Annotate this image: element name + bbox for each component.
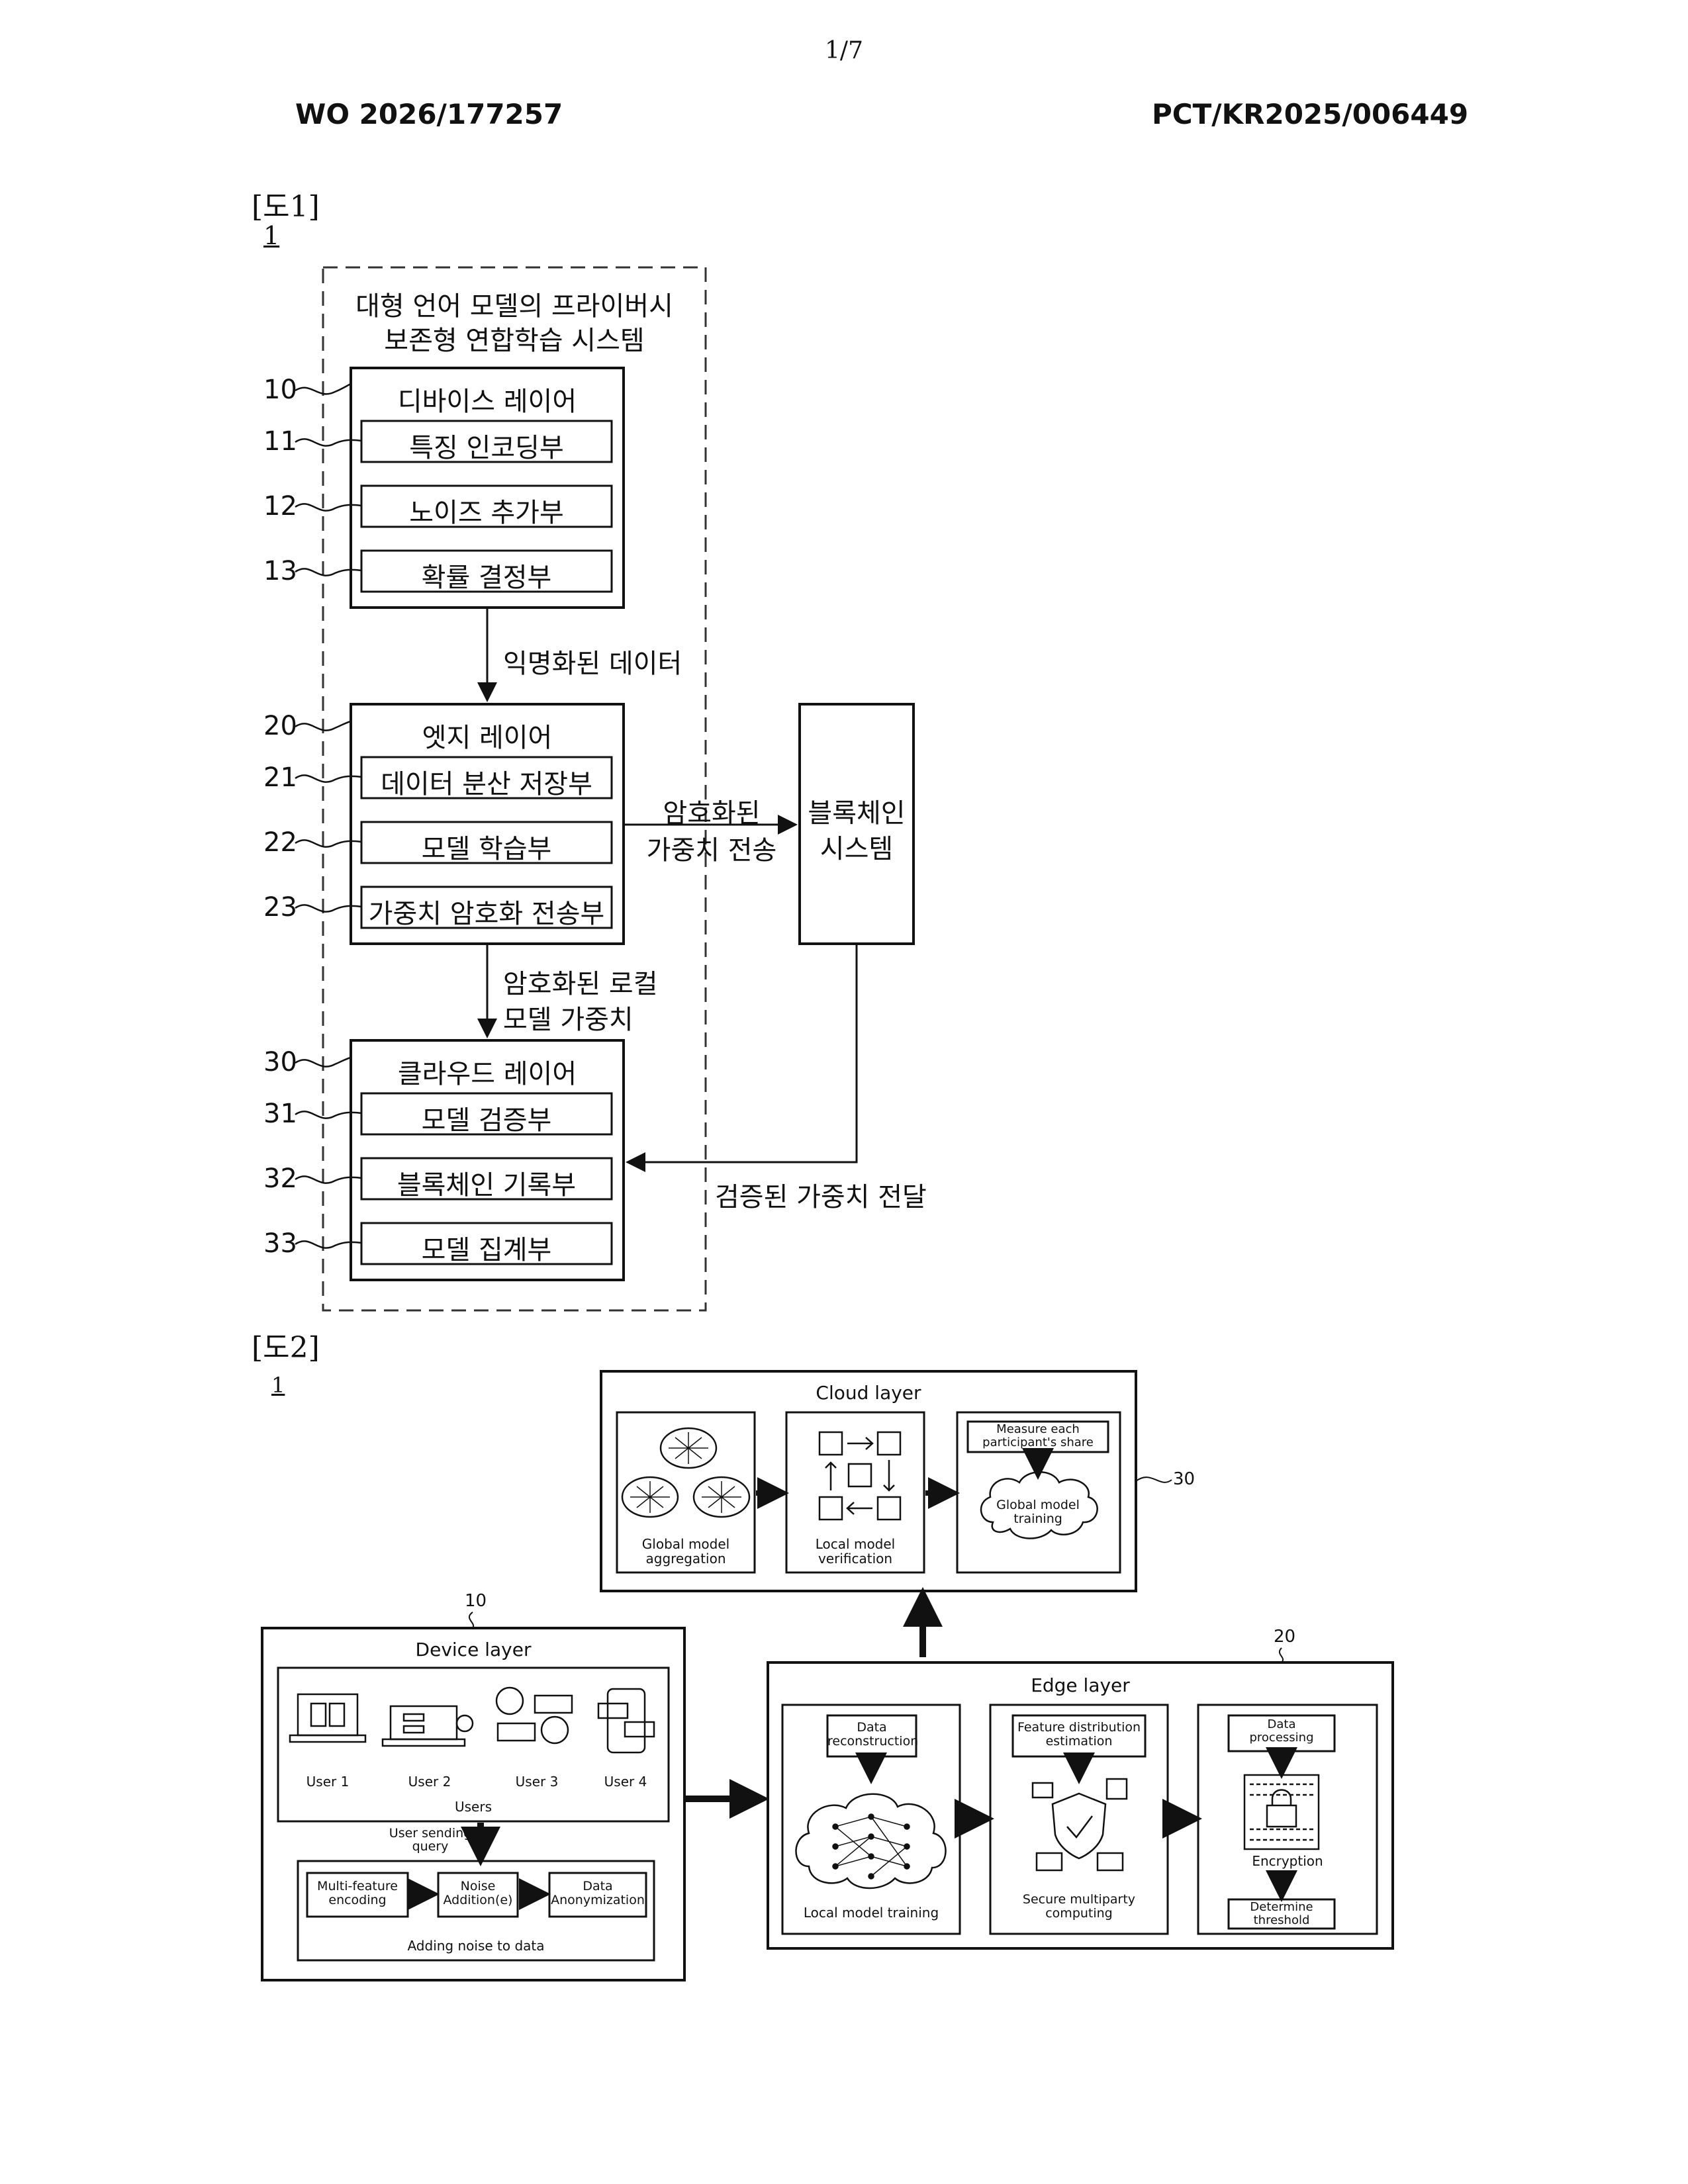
noise-line1: Noise (438, 1880, 518, 1893)
encryption-caption: Encryption (1198, 1853, 1377, 1869)
query-line2: query (371, 1840, 490, 1853)
query-caption: User sending query (371, 1827, 490, 1853)
ref-10-fig2: 10 (465, 1591, 487, 1611)
security-shield-icon (1033, 1779, 1127, 1870)
measure-share-box: Measure each participant's share (968, 1423, 1108, 1449)
global-aggregation-line2: aggregation (617, 1551, 755, 1566)
thresh-line2: threshold (1229, 1914, 1335, 1927)
lock-encryption-icon (1244, 1775, 1319, 1849)
edge-layer-title: Edge layer (768, 1674, 1393, 1696)
ref-30-fig2: 30 (1173, 1469, 1195, 1489)
global-training-line2: training (980, 1512, 1096, 1526)
encoding-line1: Multi-feature (307, 1880, 408, 1893)
recon-line2: reconstruction (827, 1735, 916, 1749)
recon-line1: Data (827, 1721, 916, 1735)
global-aggregation-line1: Global model (617, 1537, 755, 1551)
cube-icon (820, 1432, 900, 1520)
user-2-label: User 2 (393, 1774, 466, 1790)
determine-threshold-box: Determine threshold (1229, 1901, 1335, 1927)
user-4-label: User 4 (589, 1774, 662, 1790)
smpc-line1: Secure multiparty (990, 1893, 1168, 1907)
smartphone-icon (608, 1689, 645, 1752)
anon-line2: Anonymization (549, 1893, 646, 1907)
multi-feature-encoding-box: Multi-feature encoding (307, 1880, 408, 1907)
global-training-line1: Global model (980, 1498, 1096, 1512)
local-verification-caption: Local model verification (786, 1537, 924, 1566)
local-training-caption: Local model training (782, 1905, 960, 1921)
smpc-line2: computing (990, 1907, 1168, 1921)
proc-line2: processing (1229, 1731, 1335, 1745)
feat-line1: Feature distribution (1013, 1721, 1145, 1735)
feat-line2: estimation (1013, 1735, 1145, 1749)
encoding-line2: encoding (307, 1893, 408, 1907)
local-verification-line1: Local model (786, 1537, 924, 1551)
users-caption: Users (278, 1799, 669, 1815)
user-3-label: User 3 (500, 1774, 573, 1790)
measure-line2: participant's share (968, 1436, 1108, 1449)
device-layer-title: Device layer (262, 1639, 684, 1661)
adding-noise-caption: Adding noise to data (298, 1938, 654, 1954)
user-avatar-icon (496, 1688, 523, 1714)
proc-line1: Data (1229, 1718, 1335, 1731)
global-aggregation-caption: Global model aggregation (617, 1537, 755, 1566)
global-training-caption: Global model training (980, 1498, 1096, 1526)
feature-estimation-box: Feature distribution estimation (1013, 1721, 1145, 1749)
user-1-label: User 1 (291, 1774, 364, 1790)
data-reconstruction-box: Data reconstruction (827, 1721, 916, 1749)
smpc-caption: Secure multiparty computing (990, 1893, 1168, 1921)
measure-line1: Measure each (968, 1423, 1108, 1436)
noise-line2: Addition(e) (438, 1893, 518, 1907)
thresh-line1: Determine (1229, 1901, 1335, 1914)
ref-20-fig2: 20 (1274, 1627, 1295, 1647)
monitor-icon (391, 1706, 457, 1739)
local-verification-line2: verification (786, 1551, 924, 1566)
data-anonymization-box: Data Anonymization (549, 1880, 646, 1907)
brain-cloud-icon (622, 1428, 749, 1517)
cloud-layer-title: Cloud layer (601, 1382, 1136, 1404)
noise-addition-box: Noise Addition(e) (438, 1880, 518, 1907)
anon-line1: Data (549, 1880, 646, 1893)
data-processing-box: Data processing (1229, 1718, 1335, 1745)
laptop-icon (298, 1694, 357, 1735)
query-line1: User sending (371, 1827, 490, 1840)
